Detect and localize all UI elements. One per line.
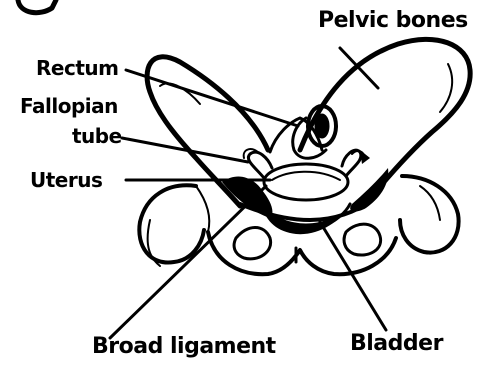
uterus-label: Uterus [30,170,102,190]
bladder-leader [320,222,386,330]
right-pelvic-shadow [350,168,388,211]
fallopian-tube-label-line1: Fallopian [20,96,118,116]
bladder-label: Bladder [350,333,443,355]
right-hip [400,176,459,253]
fallopian-tube-label-line2: tube [72,126,122,146]
corner-fragment [18,0,56,13]
pelvic-bones-label: Pelvic bones [318,10,468,32]
rectum-label: Rectum [36,58,118,78]
uterus-shape [264,164,348,200]
broad-ligament-leader [110,186,266,338]
broad-ligament-label: Broad ligament [92,336,276,358]
fallopian-tube-leader [122,138,248,162]
